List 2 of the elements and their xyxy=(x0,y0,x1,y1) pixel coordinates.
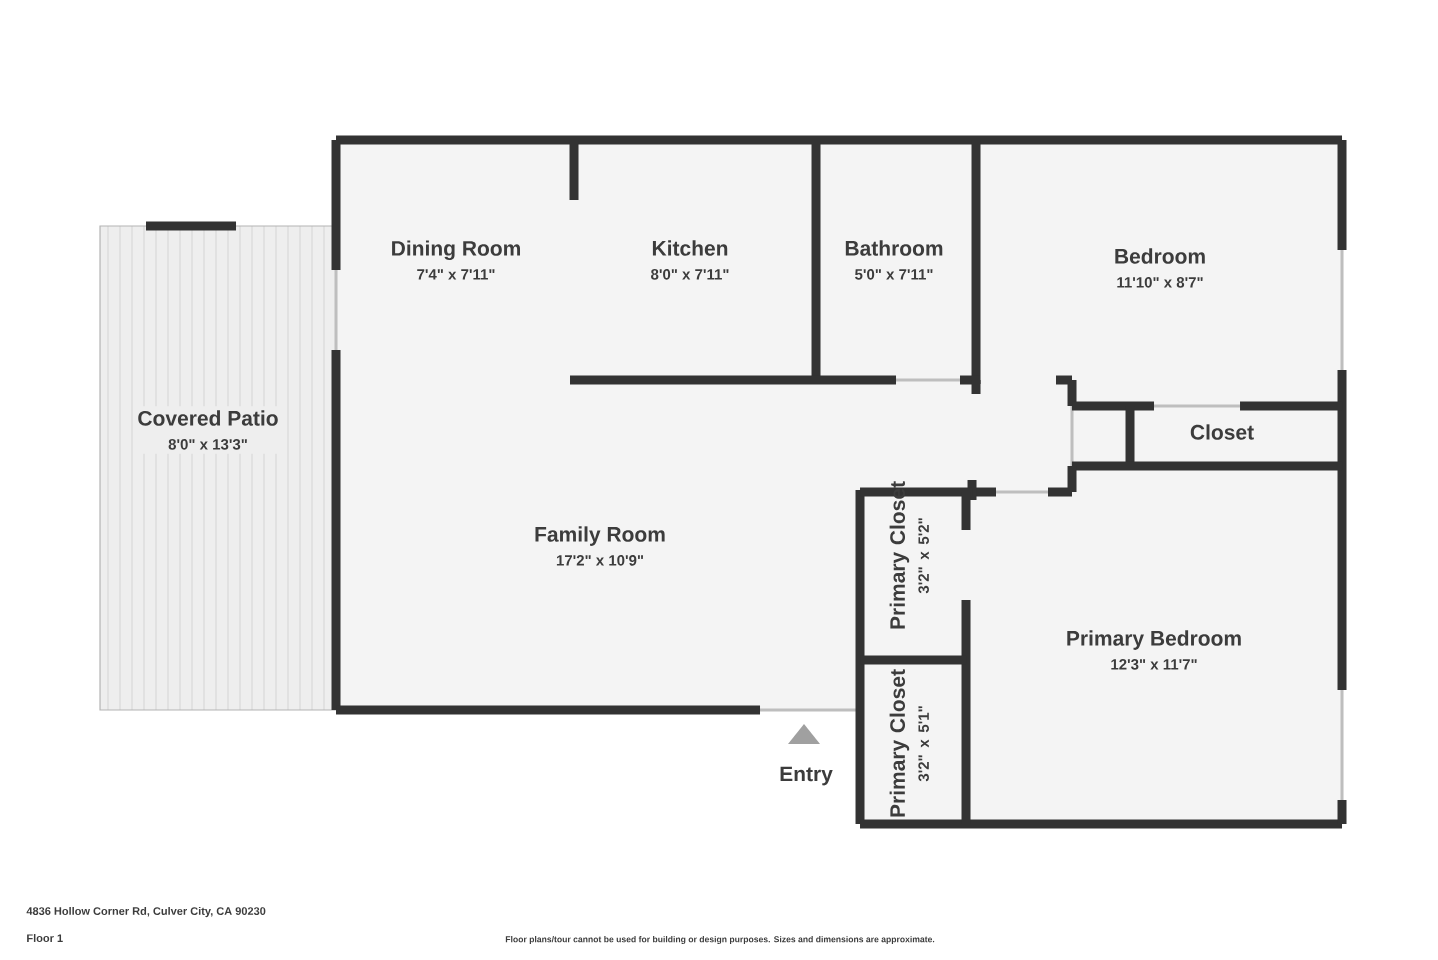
room-label: Closet xyxy=(1190,424,1254,440)
entry-label: Entry xyxy=(780,766,833,786)
